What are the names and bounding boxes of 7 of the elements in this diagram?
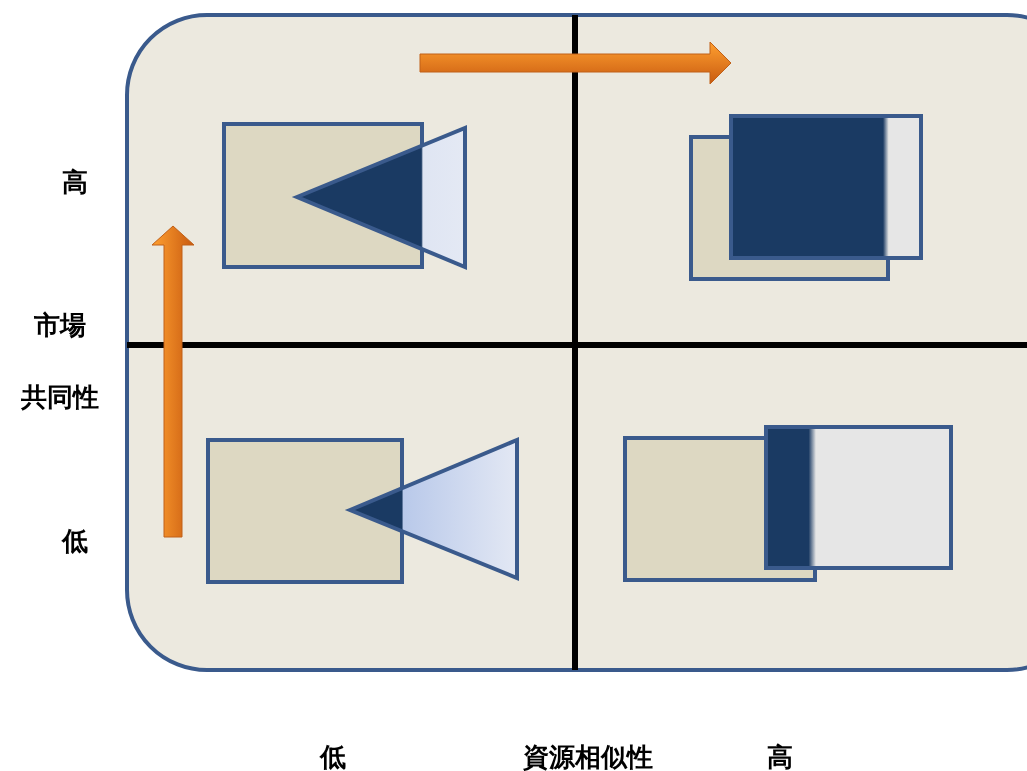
axis-title: 市場: [34, 310, 86, 340]
axis-title: 資源相似性: [523, 742, 653, 771]
axis-label: 高: [62, 167, 88, 197]
axis-label: 低: [62, 526, 88, 556]
axis-label: 高: [767, 742, 793, 771]
axis-title: 共同性: [21, 382, 99, 412]
axis-label: 低: [320, 742, 346, 771]
